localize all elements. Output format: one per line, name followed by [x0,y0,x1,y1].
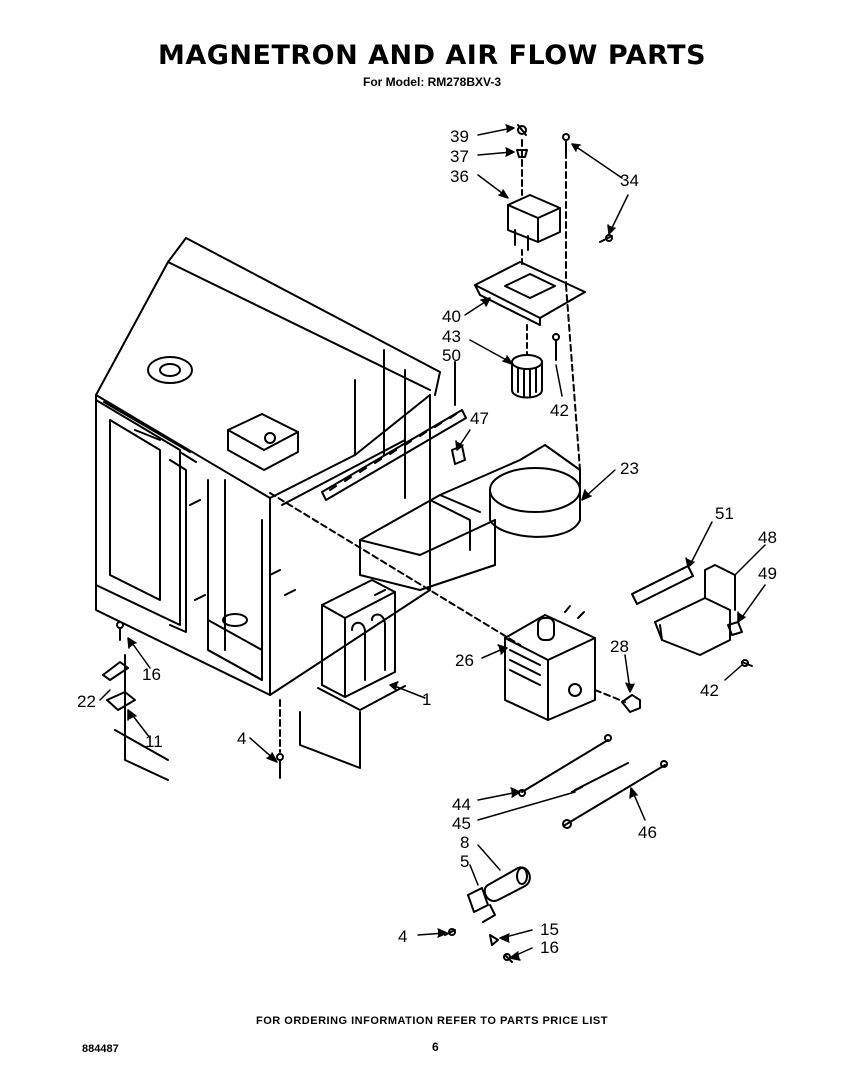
part-49-clip [727,621,743,636]
part-26-magnetron [504,605,596,721]
callout-16b: 16 [540,938,559,957]
callout-28: 28 [610,637,629,656]
part-23-air-duct [359,444,581,591]
callout-40: 40 [442,307,461,326]
callout-labels: 39 37 36 34 40 43 50 47 42 23 51 48 49 2… [77,127,777,957]
part-51-filter-strip [631,565,694,605]
left-small-parts [102,621,169,781]
callout-36: 36 [450,167,469,186]
callout-16: 16 [142,665,161,684]
oven-cabinet [95,237,441,696]
callout-26: 26 [455,651,474,670]
leader-lines [99,124,766,961]
callout-42: 42 [550,401,569,420]
part-48-bracket [654,564,736,656]
callout-42b: 42 [700,681,719,700]
callout-1: 1 [422,690,431,709]
callout-23: 23 [620,459,639,478]
callout-37: 37 [450,147,469,166]
callout-46: 46 [638,823,657,842]
callout-5: 5 [460,852,469,871]
callout-34: 34 [620,171,639,190]
callout-49: 49 [758,564,777,583]
part-40-bracket [474,249,586,326]
part-4-screw [276,699,284,779]
callout-4b: 4 [398,927,407,946]
callout-22: 22 [77,692,96,711]
screws [552,133,753,667]
document-number: 884487 [82,1043,119,1055]
wire-harness [518,734,668,829]
part-50-vane-strip [321,361,467,501]
callout-44: 44 [452,795,471,814]
ordering-note: FOR ORDERING INFORMATION REFER TO PARTS … [256,1015,608,1027]
part-1-transformer [299,579,406,769]
callout-8: 8 [460,833,469,852]
callout-48: 48 [758,528,777,547]
callout-51: 51 [715,504,734,523]
callout-39: 39 [450,127,469,146]
callout-4: 4 [237,729,246,748]
part-43-fan-blade [511,324,543,399]
alignment-lines [269,492,626,703]
callout-47: 47 [470,409,489,428]
callout-15: 15 [540,920,559,939]
callout-11: 11 [145,732,163,751]
part-8-capacitor [444,866,531,963]
model-subtitle: For Model: RM278BXV-3 [362,75,502,89]
page-number: 6 [432,1040,439,1054]
callout-45: 45 [452,814,471,833]
callout-50: 50 [442,346,461,365]
diagram-title: MAGNETRON AND AIR FLOW PARTS [157,40,707,71]
part-28-fitting [621,694,641,713]
callout-43: 43 [442,327,461,346]
part-36-fan-motor [507,124,561,251]
